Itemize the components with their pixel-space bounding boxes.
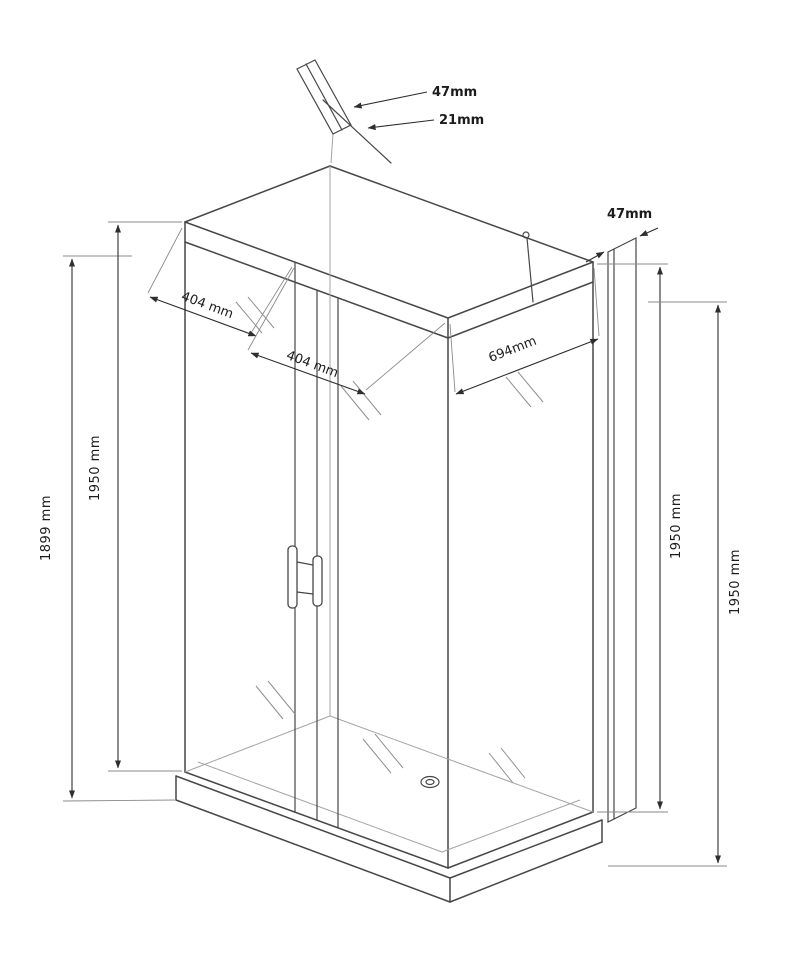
dimension-height-right-outer-1950: 1950 mm [608, 301, 743, 867]
sliding-door-panels [294, 261, 339, 829]
interior-hidden-edges [184, 133, 594, 853]
dimension-label-door-right: 404 mm [284, 348, 340, 381]
dimension-side-panel-694: 694mm [449, 267, 600, 395]
dimension-height-right-inner-1950: 1950 mm [597, 263, 684, 813]
dimension-top-profile-47: 47mm [353, 85, 477, 109]
dimension-label-height-left-inner: 1950 mm [88, 435, 103, 501]
dimension-right-profile-47: 47mm [585, 207, 659, 263]
tray-drain [420, 775, 440, 789]
dimension-label-right-47: 47mm [607, 207, 652, 222]
door-handle [287, 545, 323, 609]
dimension-height-left-inner-1950: 1950 mm [88, 221, 182, 772]
support-bar-right-cap [522, 231, 530, 239]
dimension-label-height-right-outer: 1950 mm [728, 549, 743, 615]
support-bar-right [526, 237, 534, 303]
enclosure-frame [184, 165, 594, 869]
dimension-label-side-panel: 694mm [487, 334, 539, 366]
dimension-height-left-outer-1899: 1899 mm [39, 255, 177, 802]
dimension-label-height-right-inner: 1950 mm [669, 493, 684, 559]
dimension-label-top-21: 21mm [439, 113, 484, 128]
dimension-label-height-left-outer: 1899 mm [39, 495, 54, 561]
wall-profile-right [522, 231, 637, 823]
dimension-top-profile-21: 21mm [367, 113, 484, 131]
support-bar-top [322, 99, 392, 164]
dimension-label-top-47: 47mm [432, 85, 477, 100]
dimension-door-right-404: 404 mm [247, 267, 446, 395]
shower-tray [175, 775, 603, 903]
dimension-label-door-left: 404 mm [179, 289, 235, 322]
wall-profile-top [296, 59, 392, 164]
dimension-door-left-404: 404 mm [147, 227, 293, 337]
